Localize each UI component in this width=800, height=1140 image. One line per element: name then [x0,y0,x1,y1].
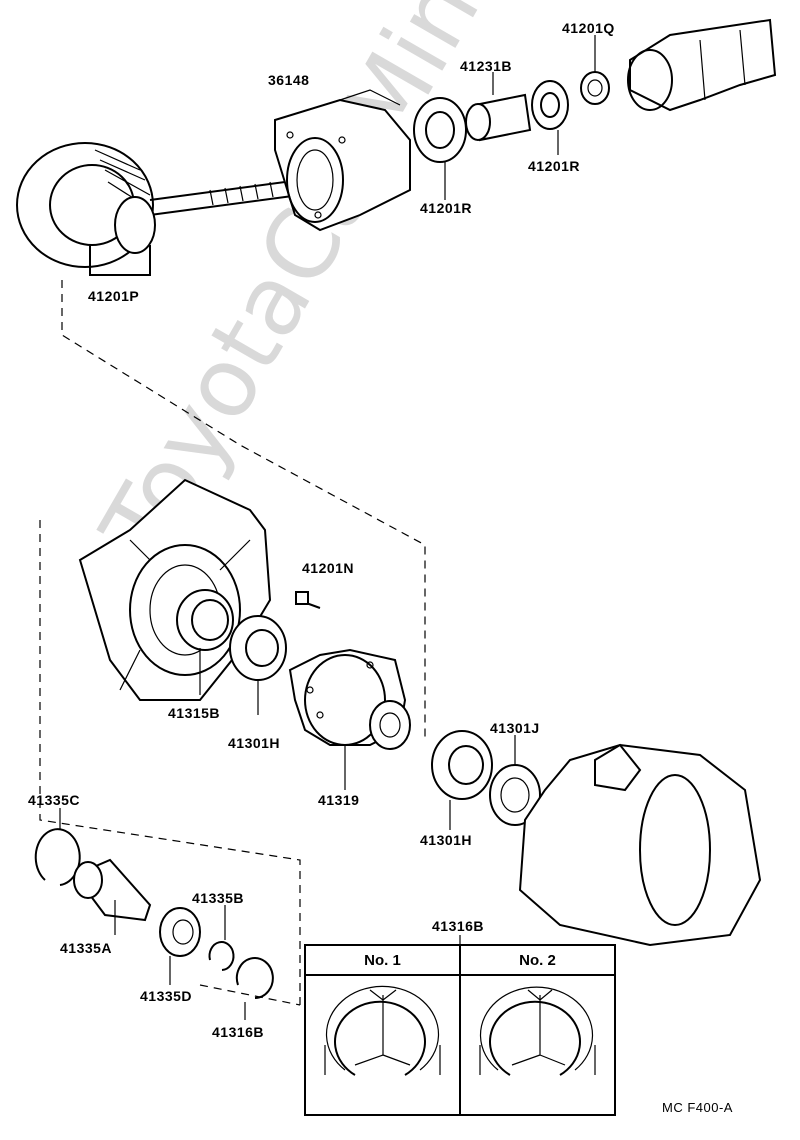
differential-bearing-icon [229,615,287,715]
shaft-bearing-icon [159,907,201,985]
transaxle-case-icon [78,478,272,701]
extension-housing-icon [274,89,411,232]
side-gear-shaft-icon [73,858,152,935]
nut-icon [580,35,610,105]
differential-case-icon [288,648,411,790]
figure-code: MC F400-A [662,1100,733,1115]
part-label-41335C: 41335C [28,792,81,808]
part-label-41316B-clip: 41316B [212,1024,265,1040]
ring-gear-icon [16,142,301,276]
part-label-41201R-small: 41201R [528,158,581,174]
inset-header-no2: No. 2 [519,952,556,969]
companion-flange-icon [627,18,777,112]
part-label-41319: 41319 [318,792,360,808]
snap-ring-icon [34,808,81,886]
part-label-41301J: 41301J [490,720,540,736]
bearing-race-icon [176,589,234,695]
part-label-41335B: 41335B [192,890,245,906]
part-label-41335A: 41335A [60,940,113,956]
part-label-41301H-right: 41301H [420,832,473,848]
spacer-icon [465,72,532,142]
part-label-41201N: 41201N [302,560,355,576]
transmission-housing-icon [518,743,762,947]
part-label-41316B-inset: 41316B [432,918,485,934]
part-label-41301H-left: 41301H [228,735,281,751]
part-label-41201Q: 41201Q [562,20,615,36]
clip-icon [208,905,235,971]
bearing-outer-race-icon [489,735,541,826]
differential-bearing-right-icon [431,730,493,830]
part-label-41201R-large: 41201R [420,200,473,216]
part-label-41201P: 41201P [88,288,140,304]
retaining-clip-icon [235,957,274,1020]
bearing-small-icon [531,80,569,155]
snap-ring-no2-icon [479,986,596,1076]
bolt-icon [295,591,321,609]
inset-header-no1: No. 1 [364,952,401,969]
snap-ring-no1-icon [324,985,441,1076]
part-label-36148: 36148 [268,72,310,88]
bearing-icon [413,97,467,200]
part-label-41315B: 41315B [168,705,221,721]
guide-line-upper [61,280,426,740]
inset-table [304,935,616,1116]
part-label-41231B: 41231B [460,58,513,74]
part-label-41335D: 41335D [140,988,193,1004]
